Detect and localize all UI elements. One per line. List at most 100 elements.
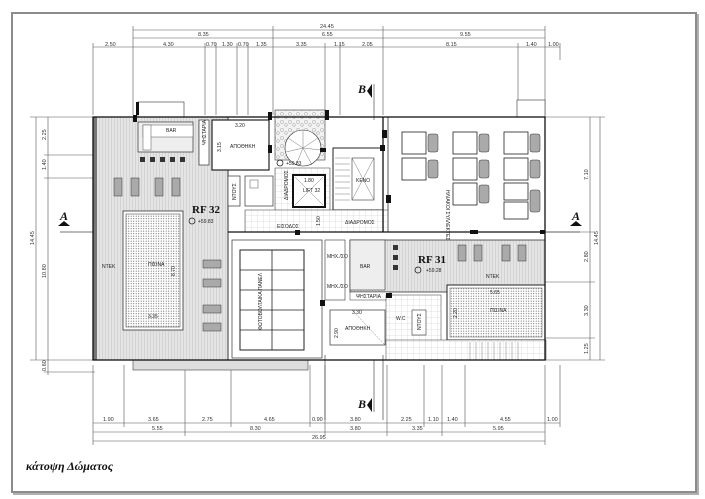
dim-label: 2.80 — [584, 251, 590, 262]
label-corridor-h: ΔΙΑΔΡΟΜΟΣ — [345, 220, 375, 226]
dim-label: 7.10 — [584, 169, 590, 180]
label-deck-right: ΝΤΕΚ — [486, 274, 500, 280]
right-terrace-rf31: ΜΗΧ./ΣΟ RF 32 ΜΗΧ./ΣΟ RF 31 BAR RF 31 +5… — [324, 239, 547, 361]
terrace-rf32: BAR ΠΙΣΙΝΑ 8.70 3.35 ΝΤΕΚ RF 32 +59.83 — [92, 101, 309, 371]
dim-label: 1.40 — [526, 42, 537, 48]
planter — [132, 359, 309, 371]
section-marker-a-right: A — [571, 209, 580, 223]
solar-heaters: ΗΛΙΑΚΟΙ ΣΥΛΛΕΚΤΕΣ — [387, 99, 546, 240]
dim-label: 5.55 — [152, 426, 163, 432]
dim-label: 1.40 — [42, 159, 48, 170]
label-lift: LIFT 32 — [303, 188, 320, 194]
dim-label: 0.60 — [42, 360, 48, 371]
section-marker-a-left: A — [59, 209, 68, 223]
level-marker-icon — [414, 266, 422, 274]
top-dimension-labels: 24.45 8.35 6.55 9.55 2.50 4.30 0.70 1.30… — [105, 24, 559, 48]
dim-label: 4.30 — [163, 42, 174, 48]
dim-label: 1.15 — [334, 42, 345, 48]
label-corridor-v: ΔΙΑΔΡΟΜΟΣ — [284, 170, 290, 200]
dim-label: 5.65 — [490, 290, 500, 296]
dim-label: 3.30 — [352, 310, 362, 316]
level-marker-icon — [276, 159, 284, 167]
dim-label: 1.40 — [447, 417, 458, 423]
dim-label: 2.75 — [202, 417, 213, 423]
dim-label: 2.50 — [105, 42, 116, 48]
dim-label: 1.00 — [547, 417, 558, 423]
dim-label: 2.25 — [401, 417, 412, 423]
dim-label: 3.35 — [148, 314, 158, 320]
dim-label: 3.80 — [350, 426, 361, 432]
sunbeds-top — [113, 177, 181, 197]
columns — [133, 115, 545, 306]
label-pool-left: ΠΙΣΙΝΑ — [148, 262, 165, 268]
dim-label: 0.70 — [238, 42, 249, 48]
solar-panels: ΦΩΤΟΒΟΛΤΑΙΚΑ ΠΑΝΕΛ — [231, 239, 323, 359]
dim-label: 4.55 — [500, 417, 511, 423]
dim-label: 8.30 — [250, 426, 261, 432]
storage-bottom — [329, 309, 386, 346]
storage-top — [211, 119, 270, 171]
label-shower-top: ΝΤΟΥΣ — [232, 183, 238, 200]
label-mech-rf31: ΜΗΧ./ΣΟ RF 31 — [327, 284, 363, 290]
bar-stools — [140, 157, 185, 162]
dim-label: 3.65 — [148, 417, 159, 423]
label-wc: W.C — [396, 316, 406, 322]
dim-label: 3.20 — [235, 123, 245, 129]
dim-label: 2.20 — [453, 308, 459, 318]
dim-label: 3.35 — [296, 42, 307, 48]
level-tag-rf32: RF 32 — [192, 204, 221, 216]
label-fistaria-right: ΨΗΣΤΑΡΙΑ — [356, 294, 382, 300]
sunbeds-side — [202, 259, 222, 332]
wc-top — [244, 175, 274, 207]
bottom-dimensions — [92, 365, 561, 445]
dim-label: 1.35 — [256, 42, 267, 48]
dim-label: 2.25 — [42, 129, 48, 140]
section-marker-b-top: B — [357, 82, 366, 96]
grid-lines — [60, 231, 580, 420]
dim-label: 6.55 — [322, 32, 333, 38]
label-solar-panels: ΦΩΤΟΒΟΛΤΑΙΚΑ ΠΑΝΕΛ — [258, 272, 264, 330]
section-markers: A A B B — [58, 82, 582, 412]
top-dimensions — [92, 26, 561, 115]
elevation-label: +59.83 — [286, 161, 302, 167]
level-tag-rf31: RF 31 — [418, 254, 446, 266]
section-marker-b-bottom: B — [357, 397, 366, 411]
sunbeds-right — [457, 244, 527, 262]
level-marker-icon — [188, 217, 196, 225]
dim-label: 14.45 — [30, 231, 36, 245]
dim-label: 1.50 — [316, 216, 322, 226]
label-storage-bottom: ΑΠΟΘΗΚΗ — [345, 326, 371, 332]
center-top-rooms: ΨΗΣΤΑΡΙΑ ΑΠΟΘΗΚΗ 3.20 3.15 ΝΤΟΥΣ +59.83 … — [198, 109, 406, 233]
label-void: ΚΕΝΟ — [356, 178, 370, 184]
dim-label: 8.70 — [171, 266, 177, 276]
label-entry: ΕΙΣΟΔΟΣ — [277, 224, 299, 230]
dim-label: 26.95 — [312, 435, 326, 441]
label-deck-left: ΝΤΕΚ — [102, 264, 116, 270]
dim-label: 3.15 — [217, 142, 223, 152]
label-bar-right: BAR — [360, 264, 371, 270]
dim-label: 2.90 — [334, 328, 340, 338]
label-mech-rf32: ΜΗΧ./ΣΟ RF 32 — [327, 254, 363, 260]
side-dimension-labels: 2.25 1.40 10.80 0.60 14.45 7.10 2.80 3.3… — [30, 129, 600, 371]
dim-label: 8.35 — [198, 32, 209, 38]
label-fistaria: ΨΗΣΤΑΡΙΑ — [202, 119, 208, 145]
dim-label: 5.95 — [493, 426, 504, 432]
label-storage-top: ΑΠΟΘΗΚΗ — [230, 144, 256, 150]
structural-walls — [92, 116, 546, 361]
dim-label: 3.30 — [584, 305, 590, 316]
dim-label: 0.70 — [206, 42, 217, 48]
elevation-label: +59.83 — [198, 219, 214, 225]
dim-label: 1.80 — [304, 178, 314, 184]
dim-label: 9.55 — [460, 32, 471, 38]
dim-label: 8.15 — [446, 42, 457, 48]
dim-label: 2.05 — [362, 42, 373, 48]
dim-label: 1.90 — [103, 417, 114, 423]
bottom-dimension-labels: 1.90 3.65 2.75 4.65 0.90 3.80 2.25 1.10 … — [103, 417, 558, 441]
dim-label: 10.80 — [42, 264, 48, 278]
dim-label: 0.90 — [312, 417, 323, 423]
elevation-label: +59.28 — [426, 268, 442, 274]
label-bar-top: BAR — [166, 128, 177, 134]
label-solar-heaters: ΗΛΙΑΚΟΙ ΣΥΛΛΕΚΤΕΣ — [444, 190, 450, 240]
drawing-caption: κάτοψη Δώματος — [26, 459, 114, 473]
